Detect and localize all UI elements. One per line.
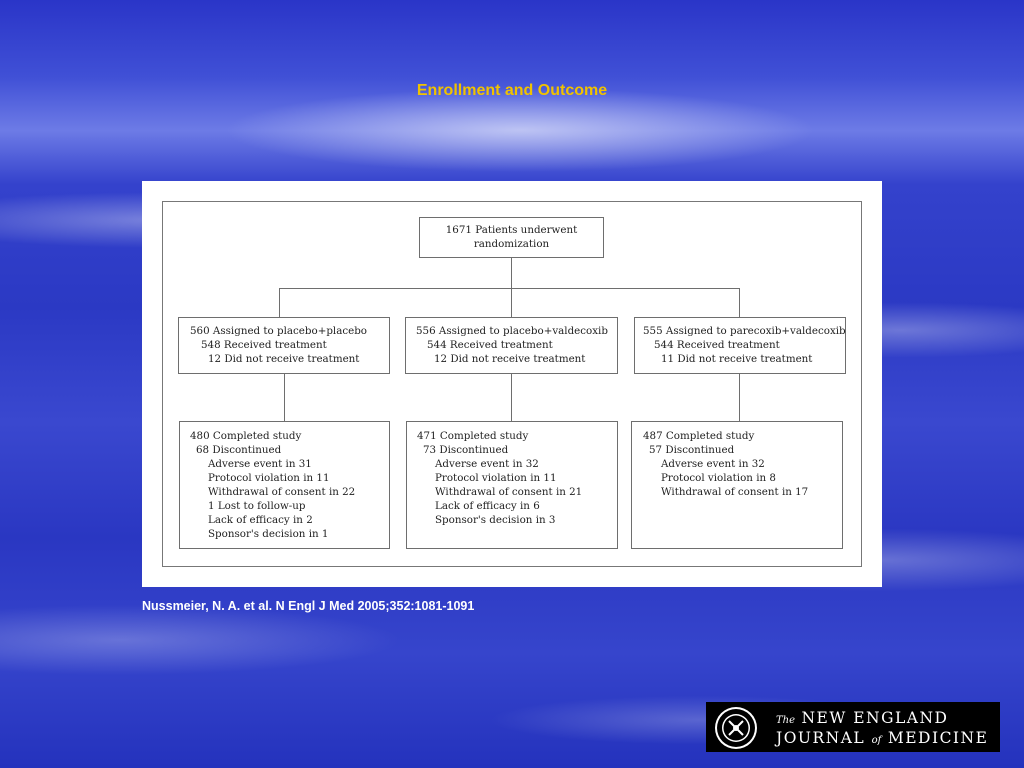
arm-received: 544 Received treatment <box>654 339 780 351</box>
discontinued-reason: Protocol violation in 8 <box>661 472 776 484</box>
nejm-logo: The NEW ENGLAND JOURNAL of MEDICINE <box>706 702 1000 752</box>
arm-box-parecoxib-valdecoxib: 555 Assigned to parecoxib+valdecoxib 544… <box>634 317 846 374</box>
discontinued-reason: Adverse event in 32 <box>661 458 765 470</box>
arm-box-placebo-valdecoxib: 556 Assigned to placebo+valdecoxib 544 R… <box>405 317 618 374</box>
connector-arm1-outcome <box>284 373 285 421</box>
arm-received: 544 Received treatment <box>427 339 553 351</box>
discontinued: 73 Discontinued <box>423 444 509 456</box>
discontinued-reason: Withdrawal of consent in 17 <box>661 486 809 498</box>
logo-line-1: The NEW ENGLAND <box>776 709 949 727</box>
arm-assigned: 556 Assigned to placebo+valdecoxib <box>416 325 608 337</box>
slide-title: Enrollment and Outcome <box>416 82 608 99</box>
outcome-box-placebo-valdecoxib: 471 Completed study 73 Discontinued Adve… <box>406 421 618 549</box>
figure-frame <box>162 201 862 567</box>
outcome-box-parecoxib-valdecoxib: 487 Completed study 57 Discontinued Adve… <box>631 421 843 549</box>
discontinued-reason: Sponsor's decision in 1 <box>208 528 329 540</box>
discontinued-reason: Withdrawal of consent in 21 <box>435 486 583 498</box>
discontinued-reason: Protocol violation in 11 <box>435 472 557 484</box>
completed-study: 471 Completed study <box>417 430 529 442</box>
discontinued-reason: Adverse event in 31 <box>208 458 312 470</box>
completed-study: 487 Completed study <box>643 430 755 442</box>
arm-assigned: 560 Assigned to placebo+placebo <box>190 325 367 337</box>
completed-study: 480 Completed study <box>190 430 302 442</box>
discontinued-reason: Protocol violation in 11 <box>208 472 330 484</box>
discontinued: 68 Discontinued <box>196 444 282 456</box>
connector-arm1-down <box>279 288 280 317</box>
randomization-line-1: 1671 Patients underwent <box>445 224 578 236</box>
logo-line-2: JOURNAL of MEDICINE <box>776 729 989 747</box>
arm-not-received: 12 Did not receive treatment <box>208 353 360 365</box>
randomization-line-2: randomization <box>473 238 550 250</box>
randomization-box: 1671 Patients underwent randomization <box>419 217 604 258</box>
discontinued-reason: Adverse event in 32 <box>435 458 539 470</box>
connector-arm3-down <box>739 288 740 317</box>
discontinued: 57 Discontinued <box>649 444 735 456</box>
discontinued-reason: 1 Lost to follow-up <box>208 500 306 512</box>
arm-received: 548 Received treatment <box>201 339 327 351</box>
connector-arm3-outcome <box>739 373 740 421</box>
arm-box-placebo-placebo: 560 Assigned to placebo+placebo 548 Rece… <box>178 317 390 374</box>
flowchart-figure: 1671 Patients underwent randomization 56… <box>142 181 882 587</box>
discontinued-reason: Lack of efficacy in 6 <box>435 500 540 512</box>
discontinued-reason: Sponsor's decision in 3 <box>435 514 556 526</box>
connector-arm2-down <box>511 288 512 317</box>
arm-not-received: 12 Did not receive treatment <box>434 353 586 365</box>
arm-not-received: 11 Did not receive treatment <box>661 353 813 365</box>
discontinued-reason: Lack of efficacy in 2 <box>208 514 313 526</box>
citation: Nussmeier, N. A. et al. N Engl J Med 200… <box>142 599 475 613</box>
outcome-box-placebo-placebo: 480 Completed study 68 Discontinued Adve… <box>179 421 390 549</box>
connector-root-down <box>511 258 512 288</box>
nejm-seal-icon <box>715 707 757 749</box>
discontinued-reason: Withdrawal of consent in 22 <box>208 486 356 498</box>
connector-horizontal <box>279 288 740 289</box>
arm-assigned: 555 Assigned to parecoxib+valdecoxib <box>643 325 846 337</box>
connector-arm2-outcome <box>511 373 512 421</box>
